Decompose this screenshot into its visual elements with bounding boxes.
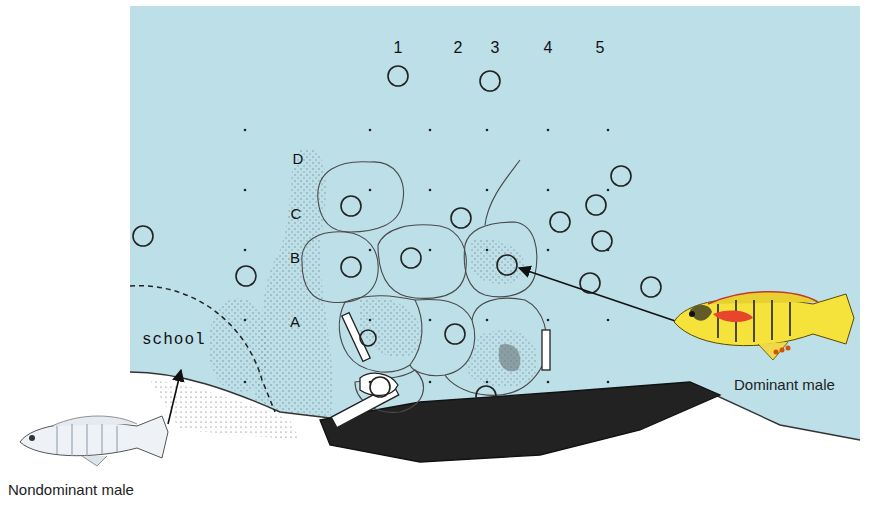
grid-dot: [429, 381, 432, 384]
territory-outline: [302, 160, 547, 412]
column-number: 2: [454, 39, 463, 57]
grid-dot: [547, 129, 550, 132]
leader-arrow: [168, 370, 181, 424]
water: [130, 6, 860, 476]
grid-dot: [486, 381, 489, 384]
tile: [331, 313, 550, 428]
grid-dot: [607, 129, 610, 132]
grid-dot: [429, 129, 432, 132]
row-letter: C: [291, 205, 302, 222]
grid-dot: [244, 129, 610, 384]
grid-dot: [244, 189, 247, 192]
grid-dot: [369, 129, 372, 132]
grid-dot: [244, 129, 247, 132]
grid-dot: [486, 129, 489, 132]
grid-dot: [547, 249, 550, 252]
column-number: 4: [544, 39, 553, 57]
grid-dot: [486, 189, 489, 192]
grid-dot: [607, 381, 610, 384]
grid-dot: [607, 249, 610, 252]
school-boundary: [130, 286, 275, 412]
grid-dot: [607, 319, 610, 322]
column-number: 1: [394, 39, 403, 57]
grid-dot: [369, 189, 372, 192]
grid-dot: [486, 319, 489, 322]
fish-label: Dominant male: [734, 376, 835, 393]
sand: [150, 380, 300, 440]
grid-dot: [429, 189, 432, 192]
grid-dot: [369, 249, 372, 252]
flower-pot: [133, 66, 661, 406]
grid-dot: [244, 249, 247, 252]
sand-stipple: [209, 149, 538, 420]
row-letter: A: [290, 313, 300, 330]
leader-arrow: [519, 268, 690, 326]
grid-dot: [369, 381, 372, 384]
grid-dot: [244, 319, 247, 322]
grid-dot: [429, 249, 432, 252]
grid-dot: [244, 381, 247, 384]
row-letter: B: [290, 249, 300, 266]
grid-dot: [486, 249, 489, 252]
column-number: 3: [491, 39, 500, 57]
school-label: school: [142, 331, 206, 349]
nondominant-fish: [20, 416, 168, 466]
grid-dot: [369, 319, 372, 322]
grid-dot: [607, 189, 610, 192]
fish-label: Nondominant male: [8, 481, 134, 498]
grid-dot: [547, 381, 550, 384]
bottom: [130, 372, 860, 507]
grid-dot: [547, 189, 550, 192]
grid-dot: [547, 319, 550, 322]
column-number: 5: [596, 39, 605, 57]
grid-dot: [429, 319, 432, 322]
dominant-fish: [674, 292, 854, 360]
row-letter: D: [293, 150, 304, 167]
